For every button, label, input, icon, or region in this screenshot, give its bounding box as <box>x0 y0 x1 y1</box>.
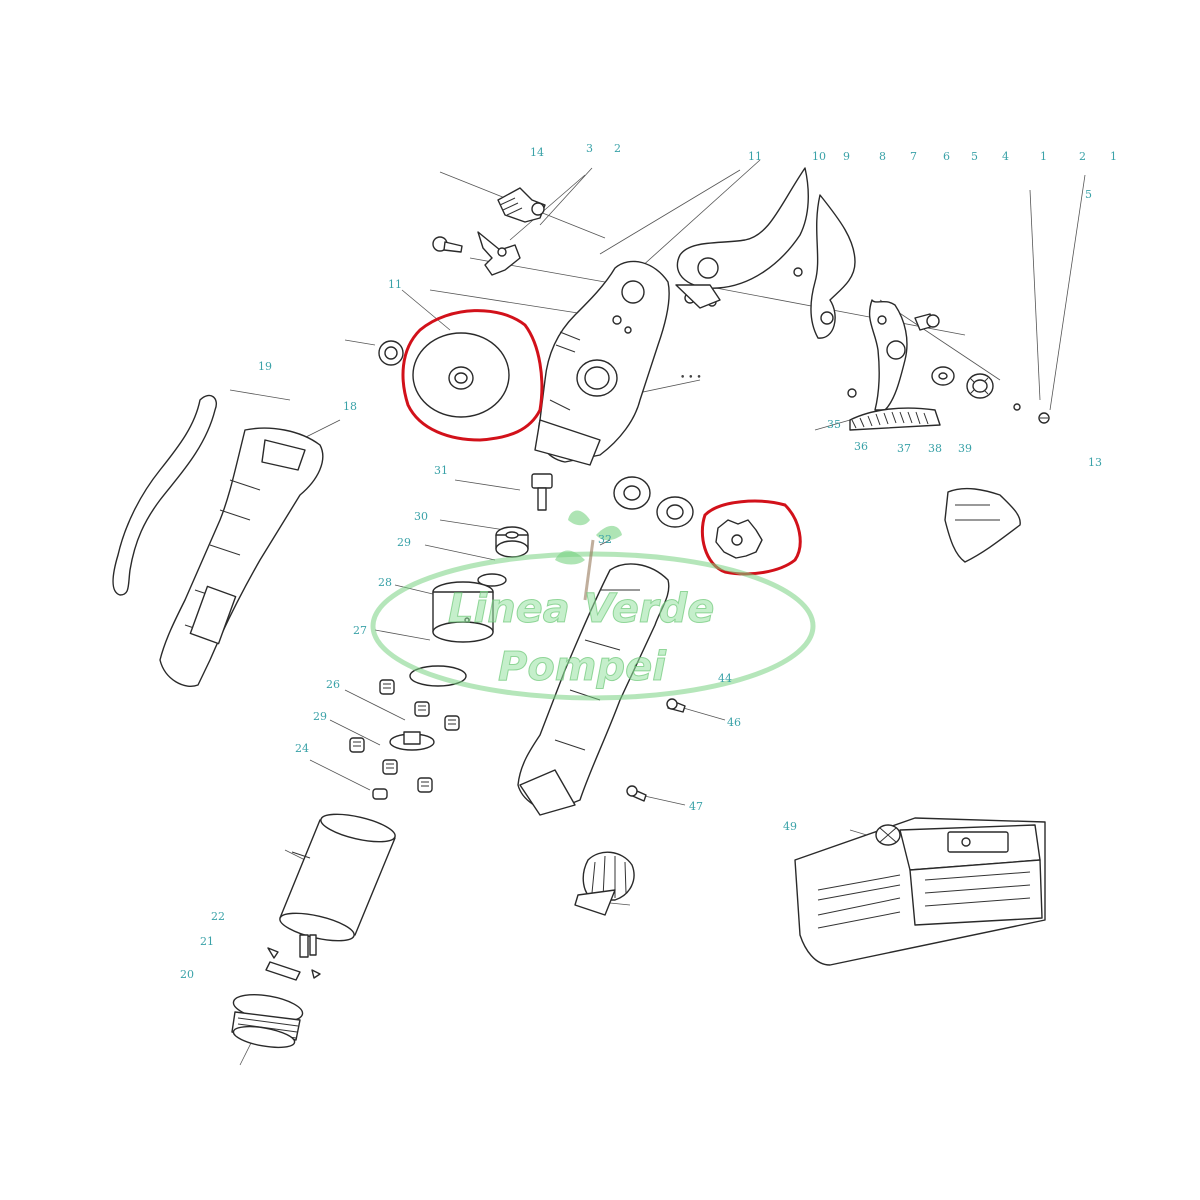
callout-39: 39 <box>958 442 972 455</box>
trigger-lever-part <box>112 394 217 596</box>
sun-carrier-26-part <box>389 731 435 751</box>
watermark-line-2: Pompei <box>498 644 667 690</box>
hook-bracket-part <box>477 231 521 276</box>
pinion-gear-part <box>715 519 763 559</box>
bolt-47-part <box>626 785 647 802</box>
callout-37: 37 <box>897 442 911 455</box>
ring-29-part <box>477 573 507 587</box>
callout-8: 8 <box>879 150 886 163</box>
callout-49: 49 <box>783 820 797 833</box>
motor-part <box>279 813 396 942</box>
callout-1: 1 <box>1040 150 1047 163</box>
washer-large-part <box>613 476 651 510</box>
handle-shell-part <box>159 427 324 687</box>
tiny-marks: • • • <box>680 373 702 383</box>
callout-46: 46 <box>727 716 741 729</box>
svg-text:• • •: • • • <box>680 373 702 383</box>
pin-small-part <box>847 388 857 398</box>
callout-29: 29 <box>397 536 411 549</box>
gear-housing-part <box>534 260 670 466</box>
callout-31: 31 <box>434 464 448 477</box>
callout-47: 47 <box>689 800 703 813</box>
bracket-13-part <box>944 487 1021 563</box>
blade-upper-part <box>675 167 809 309</box>
callout-21: 21 <box>200 935 214 948</box>
callout-11-left: 11 <box>388 278 402 291</box>
watermark-logo: Linea Verde Pompei <box>370 510 816 701</box>
callout-9: 9 <box>843 150 850 163</box>
blade-lower-part <box>810 194 856 339</box>
washer-part <box>931 366 955 386</box>
washer-medium-part <box>656 496 694 528</box>
callout-5: 5 <box>971 150 978 163</box>
watermark-line-1: Linea Verde <box>448 586 714 632</box>
callout-24: 24 <box>295 742 309 755</box>
small-parts-21-part <box>265 947 321 981</box>
callout-6: 6 <box>943 150 950 163</box>
cap-part <box>574 851 635 916</box>
callout-28: 28 <box>378 576 392 589</box>
callout-26: 26 <box>326 678 340 691</box>
large-gear-disc-part <box>412 332 510 418</box>
callout-10: 10 <box>812 150 826 163</box>
callout-44: 44 <box>718 672 732 685</box>
callout-2-right: 2 <box>1079 150 1086 163</box>
bearing-30-part <box>495 526 529 558</box>
callout-29-lower: 29 <box>313 710 327 723</box>
callout-32: 32 <box>598 533 612 546</box>
blade-bracket-part <box>868 299 908 411</box>
callout-20: 20 <box>180 968 194 981</box>
ring-gear-28-part <box>432 581 494 643</box>
callout-27: 27 <box>353 624 367 637</box>
battery-pack-part <box>794 817 1046 966</box>
callout-labels: 14 3 2 11 10 9 8 7 6 5 4 1 2 1 5 19 18 1… <box>180 142 1117 981</box>
small-ball-part <box>1013 403 1021 411</box>
highlight-circle-pinion <box>700 499 802 576</box>
callout-1-right: 1 <box>1110 150 1117 163</box>
bolt-46-part <box>666 698 686 713</box>
callout-14: 14 <box>530 146 544 159</box>
callout-22: 22 <box>211 910 225 923</box>
callout-3: 3 <box>586 142 593 155</box>
callout-18: 18 <box>343 400 357 413</box>
motor-shaft-part <box>299 934 317 958</box>
callout-11-top: 11 <box>748 150 762 163</box>
bolt-part <box>914 313 940 331</box>
callout-36: 36 <box>854 440 868 453</box>
callout-2: 2 <box>614 142 621 155</box>
spacer-part <box>378 340 404 366</box>
callout-19: 19 <box>258 360 272 373</box>
gear-spindle-part <box>497 187 546 223</box>
screw-part <box>1038 412 1050 424</box>
callout-38: 38 <box>928 442 942 455</box>
callout-35: 35 <box>827 418 841 431</box>
housing-shell-part <box>517 563 670 816</box>
gear-sector-part <box>849 407 941 431</box>
shaft-31-part <box>531 473 553 511</box>
pin-part <box>432 236 463 253</box>
callout-30: 30 <box>414 510 428 523</box>
callout-13: 13 <box>1088 456 1102 469</box>
callout-7: 7 <box>910 150 917 163</box>
highlight-circle-large-gear <box>401 309 544 442</box>
callout-4: 4 <box>1002 150 1009 163</box>
bearing-part <box>966 373 994 399</box>
planet-gears-part <box>349 679 460 800</box>
highlight-marks <box>401 309 802 576</box>
callout-5-right: 5 <box>1085 188 1092 201</box>
threaded-collar-part <box>231 994 304 1049</box>
nut-small-part <box>793 267 803 277</box>
